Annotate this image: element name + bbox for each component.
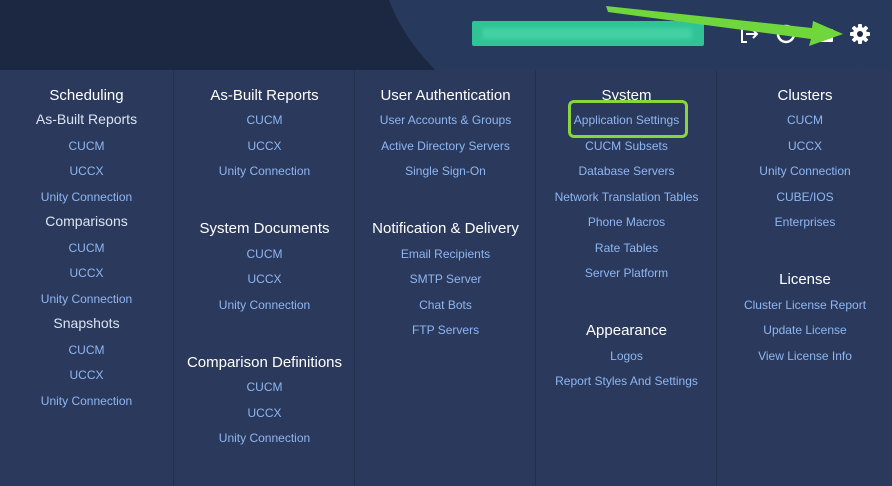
heading-clusters: Clusters xyxy=(777,87,833,104)
redacted-user-info xyxy=(472,21,704,46)
menu-item-uccx[interactable]: UCCX xyxy=(69,164,104,178)
menu-item-email-recipients[interactable]: Email Recipients xyxy=(400,247,491,261)
menu-item-cucm[interactable]: CUCM xyxy=(68,343,105,357)
menu-item-chat-bots[interactable]: Chat Bots xyxy=(419,298,472,312)
heading-scheduling: Scheduling xyxy=(49,87,124,104)
heading-notification-delivery: Notification & Delivery xyxy=(372,220,519,237)
menu-item-network-translation-tables[interactable]: Network Translation Tables xyxy=(554,190,699,204)
column-system-appearance: System Application Settings CUCM Subsets… xyxy=(535,70,717,486)
heading-as-built-reports: As-Built Reports xyxy=(210,87,319,104)
gear-icon[interactable] xyxy=(848,22,872,46)
heading-user-authentication: User Authentication xyxy=(380,87,511,104)
menu-item-active-directory-servers[interactable]: Active Directory Servers xyxy=(381,139,510,153)
heading-comparison-definitions: Comparison Definitions xyxy=(186,354,343,371)
menu-item-application-settings[interactable]: Application Settings xyxy=(573,113,680,127)
column-clusters-license: Clusters CUCM UCCX Unity Connection CUBE… xyxy=(716,70,892,486)
menu-item-uccx[interactable]: UCCX xyxy=(247,406,282,420)
user-icon[interactable] xyxy=(774,22,798,46)
menu-item-phone-macros[interactable]: Phone Macros xyxy=(587,215,666,229)
menu-item-unity-connection[interactable]: Unity Connection xyxy=(759,164,851,178)
heading-license: License xyxy=(779,271,831,288)
menu-item-uccx[interactable]: UCCX xyxy=(247,272,282,286)
menu-item-cucm-subsets[interactable]: CUCM Subsets xyxy=(585,139,668,153)
menu-item-cucm[interactable]: CUCM xyxy=(246,247,283,261)
menu-item-cucm[interactable]: CUCM xyxy=(68,241,105,255)
logout-icon[interactable] xyxy=(737,22,761,46)
menu-item-unity-connection[interactable]: Unity Connection xyxy=(218,431,311,445)
annotation-highlight-box xyxy=(568,100,688,138)
menu-item-logos[interactable]: Logos xyxy=(610,349,643,363)
subheading-comparisons: Comparisons xyxy=(45,213,128,229)
column-reports: As-Built Reports CUCM UCCX Unity Connect… xyxy=(173,70,355,486)
menu-item-cucm[interactable]: CUCM xyxy=(246,380,283,394)
menu-item-cucm[interactable]: CUCM xyxy=(787,113,823,127)
heading-system-documents: System Documents xyxy=(199,220,330,237)
menu-item-ftp-servers[interactable]: FTP Servers xyxy=(411,323,480,337)
menu-item-report-styles-and-settings[interactable]: Report Styles And Settings xyxy=(555,374,698,388)
menu-item-cube-ios[interactable]: CUBE/IOS xyxy=(776,190,834,204)
menu-item-uccx[interactable]: UCCX xyxy=(247,139,282,153)
menu-item-cucm[interactable]: CUCM xyxy=(68,139,105,153)
heading-system: System xyxy=(601,87,652,104)
menu-item-database-servers[interactable]: Database Servers xyxy=(578,164,675,178)
menu-item-enterprises[interactable]: Enterprises xyxy=(774,215,836,229)
menu-item-rate-tables[interactable]: Rate Tables xyxy=(594,241,659,255)
menu-item-unity-connection[interactable]: Unity Connection xyxy=(218,164,311,178)
menu-item-uccx[interactable]: UCCX xyxy=(69,368,104,382)
menu-item-server-platform[interactable]: Server Platform xyxy=(584,266,669,280)
column-authentication-notification: User Authentication User Accounts & Grou… xyxy=(354,70,536,486)
dropdown-caret xyxy=(851,62,869,71)
menu-item-smtp-server[interactable]: SMTP Server xyxy=(409,272,482,286)
menu-item-uccx[interactable]: UCCX xyxy=(787,139,822,153)
settings-mega-menu: Scheduling As-Built Reports CUCM UCCX Un… xyxy=(0,70,892,486)
column-scheduling: Scheduling As-Built Reports CUCM UCCX Un… xyxy=(0,70,173,486)
subheading-as-built-reports: As-Built Reports xyxy=(35,111,138,127)
top-bar xyxy=(0,0,892,70)
menu-item-update-license[interactable]: Update License xyxy=(763,323,847,337)
folder-icon[interactable] xyxy=(811,22,835,46)
menu-item-unity-connection[interactable]: Unity Connection xyxy=(218,298,311,312)
heading-appearance: Appearance xyxy=(586,322,667,339)
menu-item-uccx[interactable]: UCCX xyxy=(69,266,104,280)
subheading-snapshots: Snapshots xyxy=(53,315,120,331)
menu-item-unity-connection[interactable]: Unity Connection xyxy=(40,394,133,408)
menu-item-user-accounts-groups[interactable]: User Accounts & Groups xyxy=(379,113,512,127)
menu-item-view-license-info[interactable]: View License Info xyxy=(758,349,852,363)
menu-item-single-sign-on[interactable]: Single Sign-On xyxy=(405,164,486,178)
menu-item-cluster-license-report[interactable]: Cluster License Report xyxy=(743,298,867,312)
menu-item-unity-connection[interactable]: Unity Connection xyxy=(40,190,133,204)
menu-item-cucm[interactable]: CUCM xyxy=(246,113,283,127)
menu-item-unity-connection[interactable]: Unity Connection xyxy=(40,292,133,306)
